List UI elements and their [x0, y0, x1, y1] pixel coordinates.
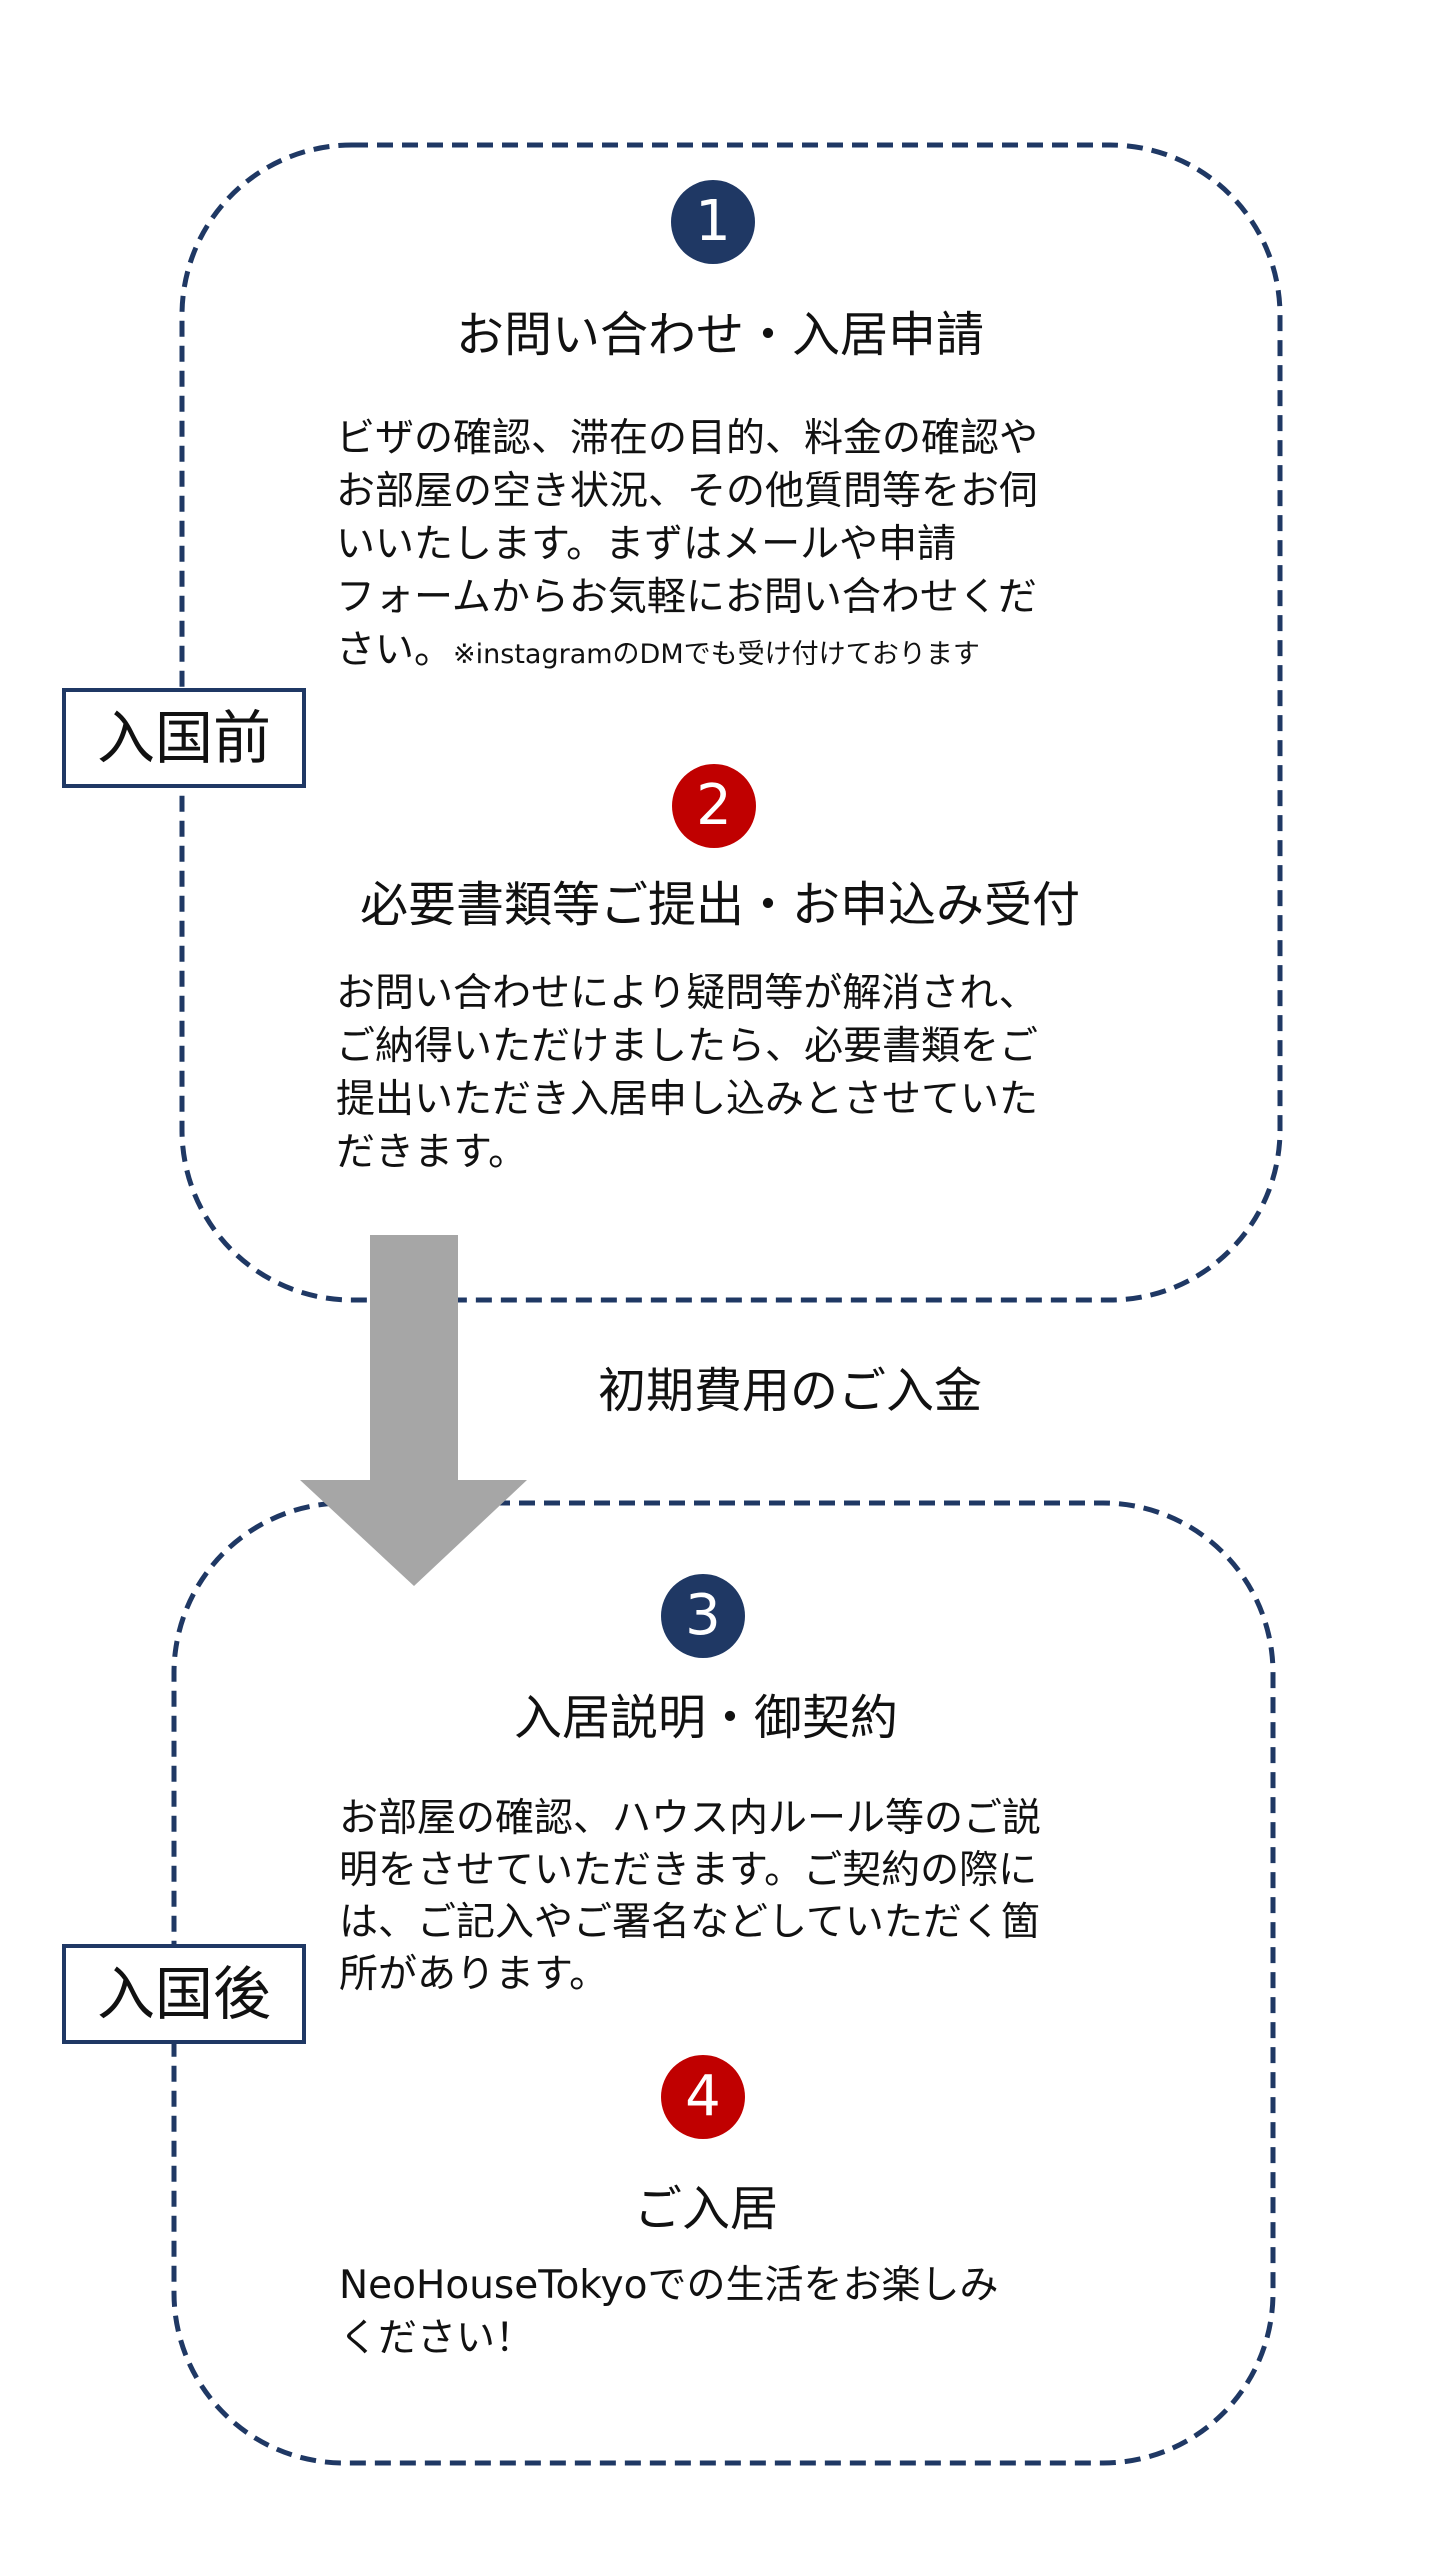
step-description: お問い合わせにより疑問等が解消され、 ご納得いただけましたら、必要書類をご 提出… [336, 971, 1039, 1175]
step-number-badge: 1 [671, 180, 755, 264]
step-number-badge: 2 [672, 764, 756, 848]
down-arrow [300, 1235, 527, 1586]
step-description: お部屋の確認、ハウス内ルール等のご説 明をさせていただきます。ご契約の際に は、… [339, 1796, 1042, 1997]
transition-label: 初期費用のご入金 [597, 1363, 982, 1419]
phase-label-after-entry: 入国後 [62, 1944, 306, 2044]
step-title: 入居説明・御契約 [513, 1690, 898, 1746]
step-note: ※instagramのDMでも受け付けております [453, 639, 980, 670]
step-description: NeoHouseTokyoでの生活をお楽しみ ください！ [339, 2263, 999, 2361]
step-number-badge: 4 [661, 2055, 745, 2139]
step-description-text: ビザの確認、滞在の目的、料金の確認や お部屋の空き状況、その他質問等をお伺 いい… [336, 416, 1039, 673]
step-description: ビザの確認、滞在の目的、料金の確認や お部屋の空き状況、その他質問等をお伺 いい… [336, 412, 1038, 681]
phase-label-before-entry: 入国前 [62, 688, 306, 788]
step-title: お問い合わせ・入居申請 [455, 307, 984, 363]
step-title: 必要書類等ご提出・お申込み受付 [359, 877, 1080, 933]
step-title: ご入居 [633, 2181, 778, 2237]
post-arrival-box [171, 1500, 1276, 2466]
step-number-badge: 3 [661, 1574, 745, 1658]
